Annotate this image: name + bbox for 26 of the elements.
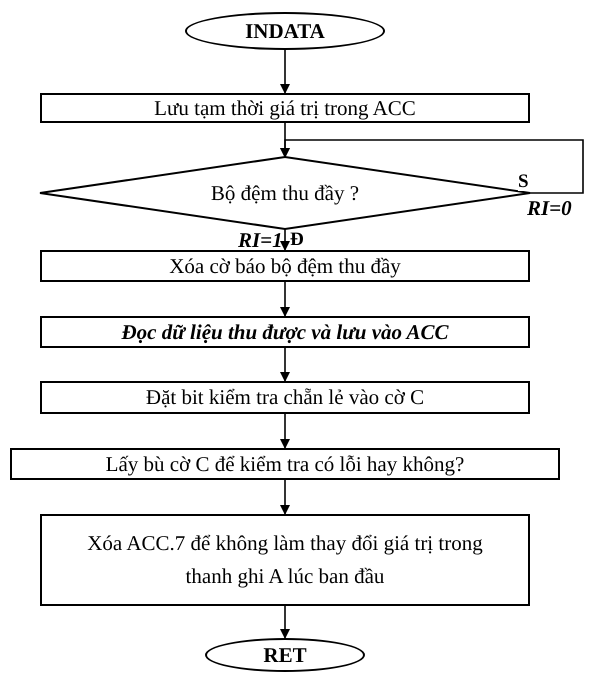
arrow [280, 282, 290, 317]
condition-label: RI=1 [238, 228, 283, 253]
node-text: Xóa ACC.7 để không làm thay đổi giá trị trong thanh ghi A lúc ban đầu [86, 530, 484, 590]
edge-label: S [518, 172, 529, 191]
arrow [280, 50, 290, 94]
node-text: Lấy bù cờ C để kiểm tra có lỗi hay không? [106, 450, 464, 478]
arrow [280, 606, 290, 639]
arrow [280, 348, 290, 382]
process-box [40, 514, 530, 606]
node-text: Bộ đệm thu đầy ? [210, 180, 360, 207]
node-text: Lưu tạm thời giá trị trong ACC [154, 94, 416, 122]
process-box [40, 250, 530, 282]
node-text: Đặt bit kiểm tra chẵn lẻ vào cờ C [146, 384, 424, 412]
arrow [280, 414, 290, 449]
arrow [280, 480, 290, 515]
process-box [10, 448, 560, 480]
node-text: Xóa cờ báo bộ đệm thu đầy [169, 252, 401, 280]
node-text: Đọc dữ liệu thu được và lưu vào ACC [121, 318, 449, 346]
node-text: RET [263, 642, 307, 669]
condition-label: RI=0 [527, 196, 572, 221]
process-box [40, 381, 530, 414]
process-box [40, 93, 530, 123]
node-text: INDATA [245, 18, 325, 45]
arrow [280, 139, 584, 194]
process-box [40, 316, 530, 348]
arrow [280, 229, 290, 251]
